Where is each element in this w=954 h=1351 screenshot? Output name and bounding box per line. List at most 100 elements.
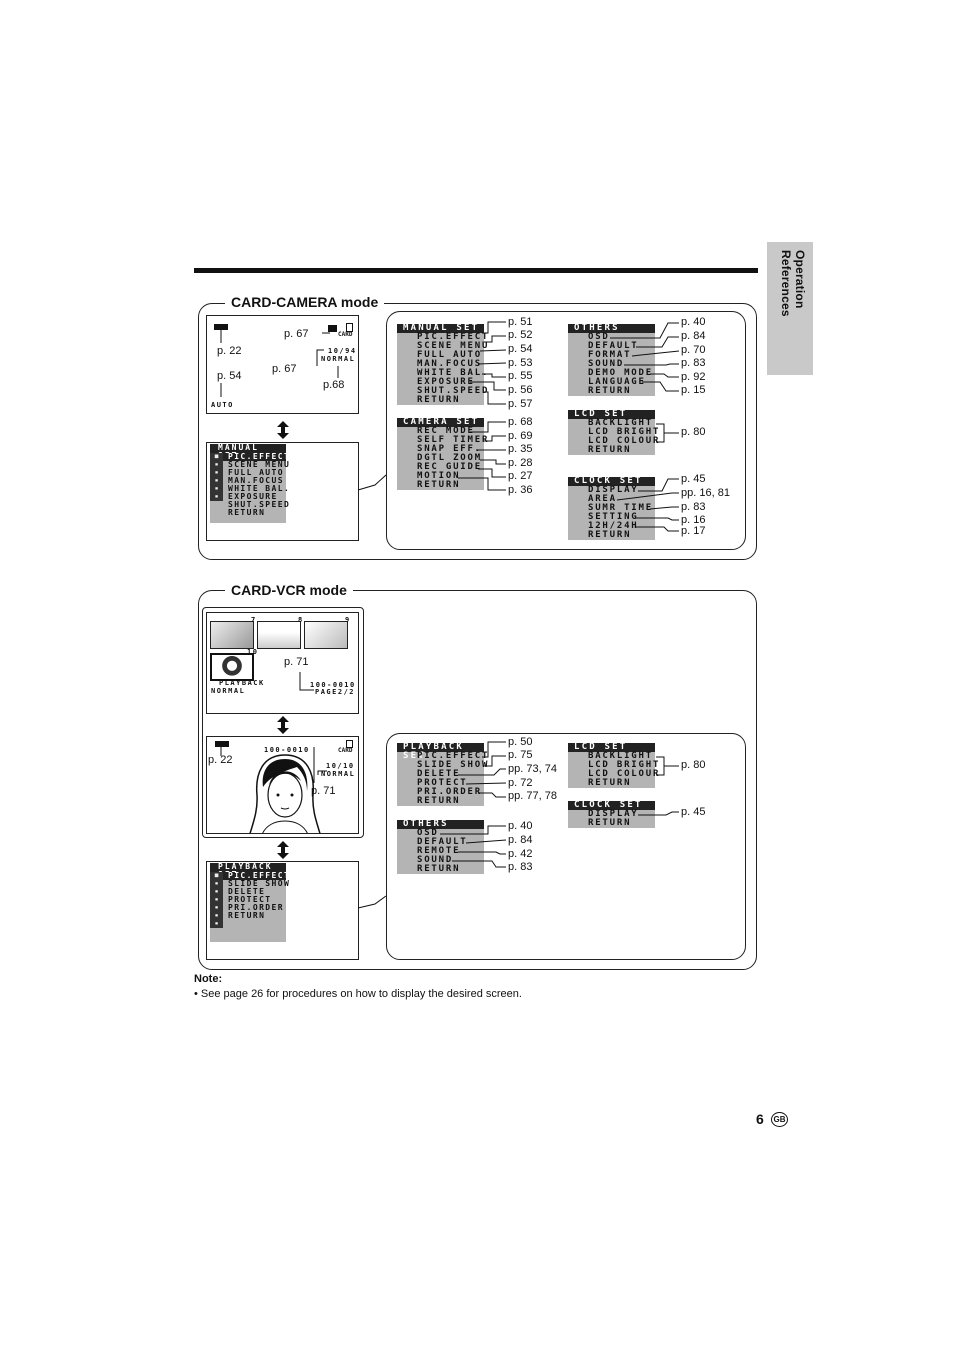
page-ref: p. 45: [681, 473, 706, 485]
menu-header: MANUAL SET: [397, 324, 484, 333]
small-menu-item[interactable]: PIC.EFFECT: [223, 872, 289, 880]
menu-item[interactable]: DISPLAY: [588, 809, 639, 819]
menu-item[interactable]: MOTION: [417, 471, 461, 481]
thumb-number: 9: [345, 616, 351, 624]
menu-item[interactable]: BACKLIGHT: [588, 751, 653, 761]
menu-item[interactable]: LCD COLOUR: [588, 769, 661, 779]
small-menu-item[interactable]: SLIDE SHOW: [228, 879, 291, 888]
menu-item[interactable]: SLIDE SHOW: [417, 760, 490, 770]
card-icon: [346, 323, 353, 332]
menu-item[interactable]: DEFAULT: [588, 341, 639, 351]
menu-item[interactable]: WHITE BAL.: [417, 368, 490, 378]
page-ref: p. 40: [508, 820, 533, 832]
menu-item[interactable]: BACKLIGHT: [588, 418, 653, 428]
small-menu-item[interactable]: EXPOSURE: [228, 492, 278, 501]
menu-item[interactable]: SCENE MENU: [417, 341, 490, 351]
menu-item[interactable]: DGTL ZOOM: [417, 453, 482, 463]
playback-screen: 100-0010 CARD 10/10 NORMAL: [206, 736, 359, 834]
small-menu-item[interactable]: PIC.EFFECT: [223, 453, 289, 461]
menu-item[interactable]: RETURN: [588, 530, 632, 540]
menu-header: LCD SET: [568, 410, 655, 419]
card-label: CARD: [338, 747, 353, 754]
small-menu-item[interactable]: RETURN: [228, 911, 266, 920]
index-screen: 7 8 9 10 PLAYBACK NORMAL 100-0010 PAGE2/…: [206, 612, 359, 714]
small-menu-item[interactable]: MAN.FOCUS: [228, 476, 284, 485]
menu-item[interactable]: LCD COLOUR: [588, 436, 661, 446]
ref-icon: p. 67: [284, 328, 309, 340]
menu-header: CLOCK SET: [568, 477, 655, 486]
page-ref: pp. 77, 78: [508, 790, 557, 802]
playback-label: PLAYBACK: [219, 679, 265, 687]
page-ref: p. 56: [508, 384, 533, 396]
menu-item[interactable]: OSD: [417, 828, 439, 838]
thumbnail[interactable]: [210, 621, 254, 649]
quality-value: NORMAL: [211, 687, 246, 695]
menu-item[interactable]: OSD: [588, 332, 610, 342]
small-menu-item[interactable]: DELETE: [228, 887, 266, 896]
menu-item[interactable]: FORMAT: [588, 350, 632, 360]
menu-item[interactable]: RETURN: [588, 818, 632, 828]
page-ref: p. 17: [681, 525, 706, 537]
menu-item[interactable]: SUMR TIME: [588, 503, 653, 513]
menu-header: CLOCK SET: [568, 801, 655, 810]
small-menu-item[interactable]: FULL AUTO: [228, 468, 284, 477]
menu-item[interactable]: 12H/24H: [588, 521, 639, 531]
note-text: • See page 26 for procedures on how to d…: [194, 988, 522, 1000]
menu-item[interactable]: RETURN: [417, 796, 461, 806]
menu-item[interactable]: PROTECT: [417, 778, 468, 788]
menu-item[interactable]: LCD BRIGHT: [588, 760, 661, 770]
small-menu-item[interactable]: PRI.ORDER: [228, 903, 284, 912]
page-ref: p. 28: [508, 457, 533, 469]
menu-item[interactable]: SHUT.SPEED: [417, 386, 490, 396]
page-ref: pp. 16, 81: [681, 487, 730, 499]
menu-item[interactable]: PIC.EFFECT: [417, 751, 490, 761]
menu-item[interactable]: SOUND: [417, 855, 454, 865]
menu-item[interactable]: RETURN: [417, 864, 461, 874]
menu-item[interactable]: DISPLAY: [588, 485, 639, 495]
menu-item[interactable]: DEFAULT: [417, 837, 468, 847]
menu-item[interactable]: LANGUAGE: [588, 377, 646, 387]
menu-item[interactable]: SELF TIMER: [417, 435, 490, 445]
note-title: Note:: [194, 973, 223, 985]
thumbnail-selected[interactable]: [210, 653, 254, 681]
menu-item[interactable]: PRI.ORDER: [417, 787, 482, 797]
small-menu-item[interactable]: WHITE BAL.: [228, 484, 291, 493]
menu-item[interactable]: REMOTE: [417, 846, 461, 856]
menu-item[interactable]: DELETE: [417, 769, 461, 779]
menu-item[interactable]: FULL AUTO: [417, 350, 482, 360]
page-ref: p. 75: [508, 749, 533, 761]
menu-item[interactable]: MAN.FOCUS: [417, 359, 482, 369]
page-ref: pp. 73, 74: [508, 763, 557, 775]
ref-quality: p.68: [323, 379, 345, 391]
menu-item[interactable]: DEMO MODE: [588, 368, 653, 378]
menu-item[interactable]: AREA: [588, 494, 617, 504]
menu-item[interactable]: SOUND: [588, 359, 625, 369]
switch-arrow-icon: [277, 841, 289, 859]
thumbnail[interactable]: [257, 621, 301, 649]
card-icon: [346, 740, 353, 748]
page-ref: p. 92: [681, 371, 706, 383]
menu-item[interactable]: RETURN: [588, 778, 632, 788]
menu-item[interactable]: RETURN: [588, 445, 632, 455]
menu-item[interactable]: SNAP EFF.: [417, 444, 482, 454]
menu-item[interactable]: REC GUIDE: [417, 462, 482, 472]
menu-item[interactable]: SETTING: [588, 512, 639, 522]
others-menu: OTHERS OSD DEFAULT REMOTE SOUND RETURN: [397, 820, 484, 874]
menu-item[interactable]: LCD BRIGHT: [588, 427, 661, 437]
switch-arrow-icon: [277, 421, 289, 439]
page-ref: p. 35: [508, 443, 533, 455]
small-menu-item[interactable]: SHUT.SPEED: [228, 500, 291, 509]
menu-item[interactable]: RETURN: [417, 480, 461, 490]
menu-item[interactable]: EXPOSURE: [417, 377, 475, 387]
menu-item[interactable]: RETURN: [417, 395, 461, 405]
page-number: 6: [756, 1111, 764, 1127]
small-menu-item[interactable]: RETURN: [228, 508, 266, 517]
menu-item[interactable]: RETURN: [588, 386, 632, 396]
menu-item[interactable]: REC MODE: [417, 426, 475, 436]
page-ref: p. 80: [681, 426, 706, 438]
small-menu-item[interactable]: PROTECT: [228, 895, 272, 904]
small-menu-item[interactable]: SCENE MENU: [228, 460, 291, 469]
thumbnail[interactable]: [304, 621, 348, 649]
menu-item[interactable]: PIC.EFFECT: [417, 332, 490, 342]
ref-battery: p. 22: [208, 754, 233, 766]
